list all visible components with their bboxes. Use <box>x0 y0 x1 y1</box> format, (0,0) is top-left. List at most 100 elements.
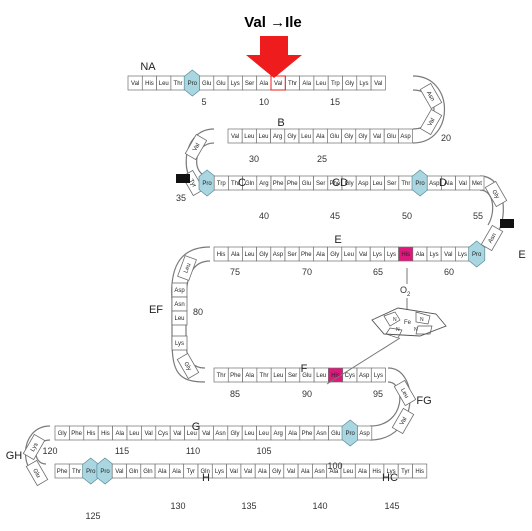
residue-label: Leu <box>259 431 269 437</box>
num-75: 75 <box>230 267 240 277</box>
residue-label: Asp <box>400 134 411 140</box>
num-130: 130 <box>170 501 185 511</box>
num-80: 80 <box>193 307 203 317</box>
num-110: 110 <box>186 446 200 456</box>
residue-label: Leu <box>244 431 254 437</box>
residue-label: Pro <box>188 81 198 87</box>
num-140: 140 <box>312 501 327 511</box>
residue-label: Asp <box>359 431 370 437</box>
residue-label: Cys <box>345 373 355 379</box>
num-10: 10 <box>259 97 269 107</box>
residue-box <box>412 463 428 479</box>
residue-label: Arg <box>273 134 282 140</box>
residue-label: Ala <box>172 469 181 475</box>
residue-label: Asn <box>314 469 324 475</box>
residue-label: Val <box>231 134 239 140</box>
segment-h: H <box>202 472 210 484</box>
residue-label: Thr <box>288 81 297 87</box>
turn-asn-ef: Asn <box>174 302 184 308</box>
num-20: 20 <box>441 133 451 143</box>
residue-label: Ala <box>330 469 339 475</box>
residue-label: Val <box>244 469 252 475</box>
residue-label: Pro <box>202 181 212 187</box>
turn-val-r2: Val <box>192 142 201 152</box>
residue-label: Trp <box>217 181 226 187</box>
residue-label: Gly <box>272 469 281 475</box>
residue-label: Ser <box>316 181 325 187</box>
residue-box <box>469 175 485 191</box>
residue-label: Ala <box>258 469 267 475</box>
residue-label: Glu <box>387 134 396 140</box>
residue-label: Glu <box>330 134 339 140</box>
residue-label: Gly <box>345 81 354 87</box>
residue-label: Phe <box>71 431 82 437</box>
residue-label: Ala <box>158 469 167 475</box>
num-145: 145 <box>384 501 399 511</box>
turn-glu-gh: Glu <box>31 468 41 479</box>
residue-label: Ser <box>387 181 396 187</box>
black-bar-left <box>176 174 190 183</box>
residue-label: His <box>145 81 154 87</box>
residue-label: His <box>331 373 340 379</box>
num-115: 115 <box>115 446 129 456</box>
num-35: 35 <box>176 193 186 203</box>
turn-tyr-r2: Tyr <box>187 178 196 188</box>
num-125: 125 <box>85 511 100 521</box>
residue-label: Leu <box>372 181 382 187</box>
num-85: 85 <box>230 389 240 399</box>
residue-label: Glu <box>302 181 311 187</box>
residue-label: Ser <box>288 373 297 379</box>
num-105: 105 <box>256 446 271 456</box>
nitrogen-label-1: N <box>393 317 397 323</box>
num-60: 60 <box>444 267 454 277</box>
residue-label: Gly <box>345 181 354 187</box>
residue-label: Ala <box>316 252 325 258</box>
residue-label: Gly <box>330 252 339 258</box>
residue-label: Thr <box>401 181 410 187</box>
residue-label: Val <box>459 181 467 187</box>
residue-label: Gln <box>129 469 138 475</box>
residue-label: Ala <box>416 252 425 258</box>
residue-label: His <box>101 431 110 437</box>
residue-label: Glu <box>331 431 340 437</box>
num-95: 95 <box>373 389 383 399</box>
residue-label: Lys <box>373 252 382 258</box>
residue-label: Gln <box>200 469 209 475</box>
residue-label: Leu <box>244 134 254 140</box>
residue-label: Val <box>359 252 367 258</box>
residue-box <box>370 75 386 91</box>
residue-label: Leu <box>187 431 197 437</box>
residue-label: Lys <box>430 252 439 258</box>
segment-c: C <box>238 177 246 189</box>
oxygen-label: O <box>400 285 407 295</box>
residue-label: Leu <box>344 252 354 258</box>
mutation-site-highlight <box>270 75 286 91</box>
residue-numbers: 5 10 15 20 25 30 35 40 45 50 55 60 65 70… <box>42 97 483 521</box>
residue-label: Val <box>202 431 210 437</box>
residue-label: Tyr <box>187 469 195 475</box>
residue-label: Ala <box>115 431 124 437</box>
segment-d: D <box>439 177 447 189</box>
residue-label: Thr <box>72 469 81 475</box>
num-15: 15 <box>330 97 340 107</box>
turn-lys-gh: Lys <box>30 442 40 453</box>
residue-label: His <box>217 252 226 258</box>
residue-label: Lys <box>359 81 368 87</box>
turn-val-r1: Val <box>427 117 436 127</box>
residue-label: Asn <box>215 431 225 437</box>
iron-label: Fe <box>404 320 412 326</box>
residue-label: Ala <box>301 469 310 475</box>
residue-label: Phe <box>301 252 312 258</box>
segment-cd: CD <box>332 177 348 189</box>
residue-label: Lys <box>231 81 240 87</box>
num-50: 50 <box>402 211 412 221</box>
residue-label: Thr <box>217 373 226 379</box>
residue-label: Gly <box>259 252 268 258</box>
residue-label: Val <box>144 431 152 437</box>
num-40: 40 <box>259 211 269 221</box>
